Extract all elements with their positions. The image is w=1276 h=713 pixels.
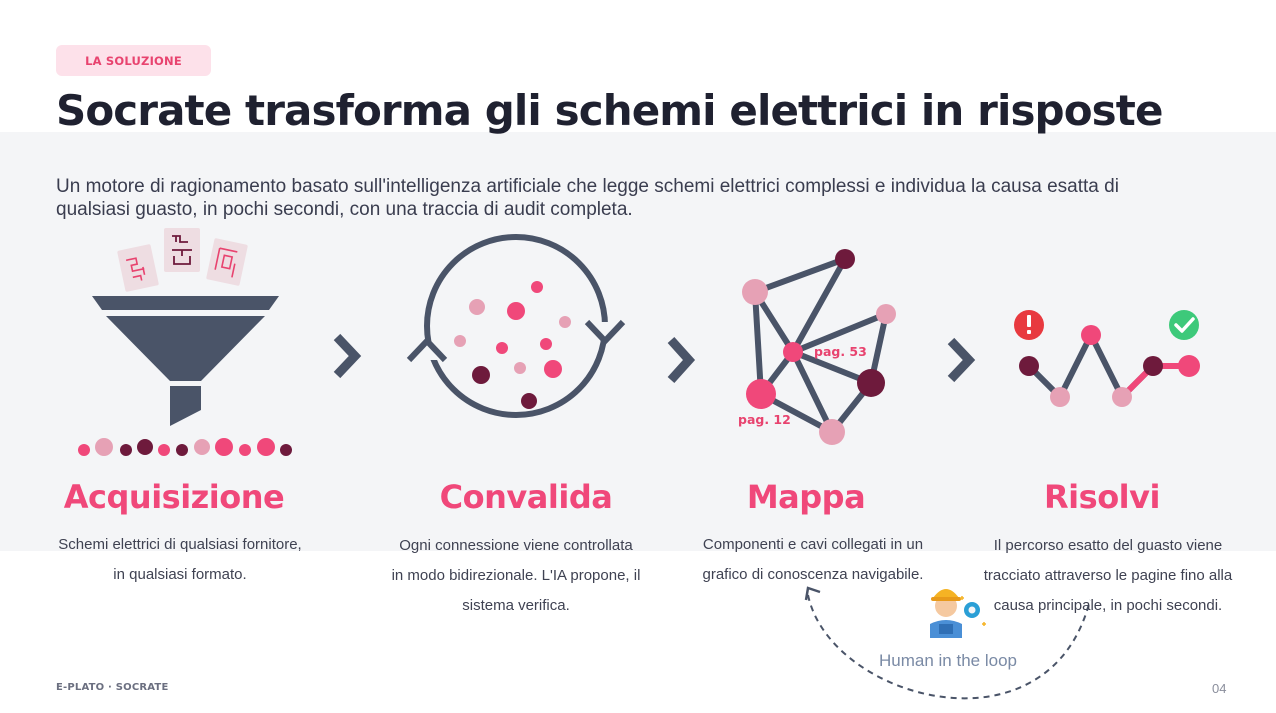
step-desc-acquisizione: Schemi elettrici di qualsiasi fornitore,… [58,536,302,583]
page-number: 04 [1212,681,1227,696]
check-icon [1169,310,1199,340]
engineer-icon [930,589,986,638]
document-icon [206,238,248,286]
path-icon [1014,310,1200,407]
document-icon [117,244,159,292]
document-icon [164,228,200,272]
funnel-icon [78,228,292,456]
cycle-icon [406,234,626,418]
step-title-risolvi: Risolvi [1044,478,1160,516]
step-title-convalida: Convalida [439,478,613,516]
particle-dots [78,438,292,456]
section-tag: LA SOLUZIONE [56,45,211,76]
alert-icon [1014,310,1044,340]
step-title-mappa: Mappa [746,478,866,516]
chevron-right-icon [667,336,696,384]
graph-label-page-12: pag. 12 [738,412,791,427]
graph-label-page-53: pag. 53 [814,344,867,359]
footer-brand: E-PLATO · SOCRATE [56,682,169,693]
graph-icon: pag. 53 pag. 12 [738,249,896,445]
chevron-right-icon [947,337,976,383]
step-title-acquisizione: Acquisizione [63,478,285,516]
page-subtitle: Un motore di ragionamento basato sull'in… [56,176,1119,220]
step-desc-mappa: Componenti e cavi collegati in un grafic… [702,536,924,583]
step-desc-risolvi: Il percorso esatto del guasto viene trac… [983,537,1233,614]
step-desc-convalida: Ogni connessione viene controllata in mo… [391,537,641,614]
chevron-right-icon [333,333,362,379]
page-title: Socrate trasforma gli schemi elettrici i… [56,86,1163,135]
human-loop-arc [804,586,1091,700]
human-in-the-loop-label: Human in the loop [879,651,1017,670]
